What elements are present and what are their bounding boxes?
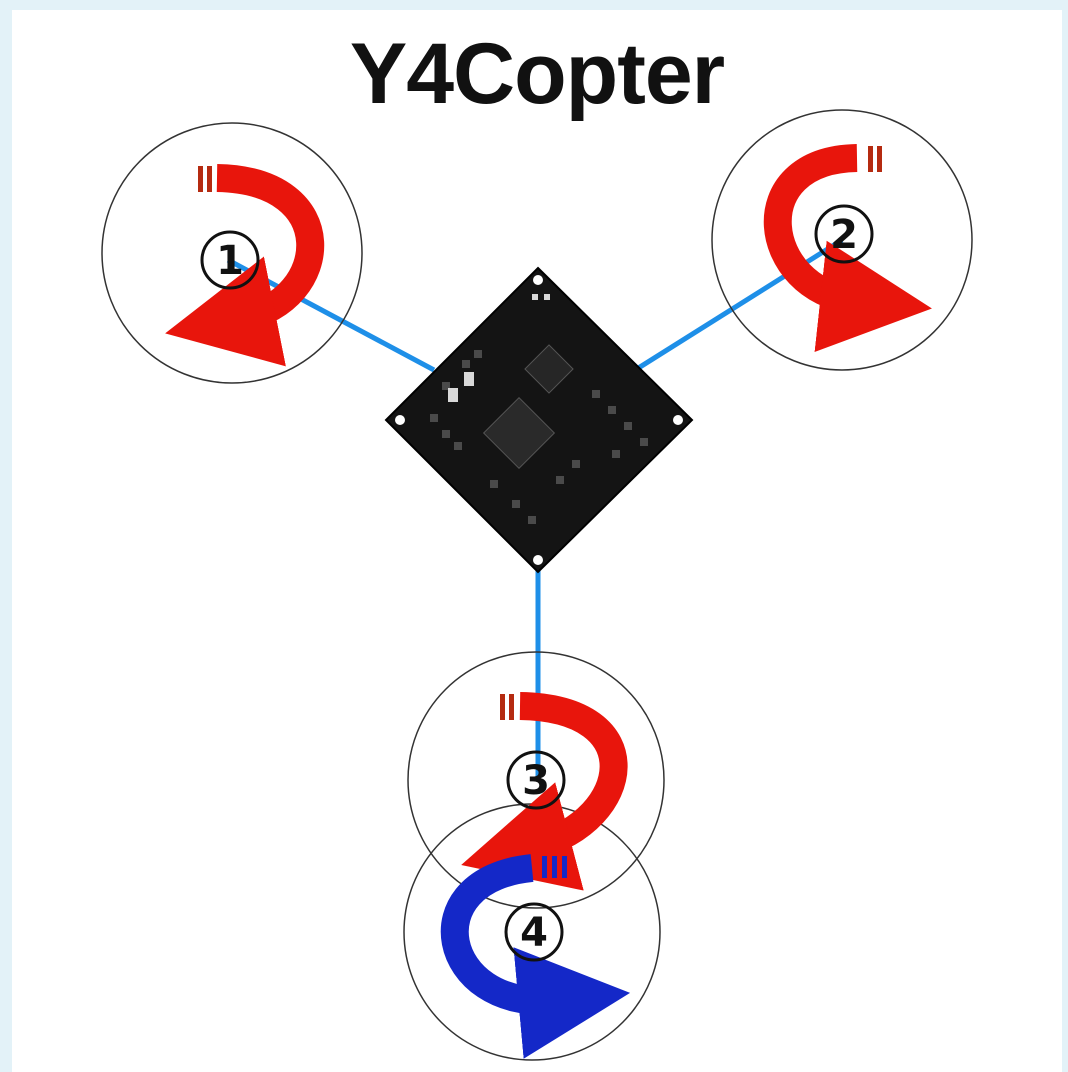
flight-controller-board-icon — [386, 268, 692, 572]
motor-number-1: 1 — [216, 238, 244, 284]
motor-label-3: 3 — [508, 752, 564, 808]
arm-2 — [632, 240, 842, 372]
motor-label-4: 4 — [506, 904, 562, 960]
rotation-arrow-1-icon — [198, 166, 310, 318]
motor-number-3: 3 — [522, 758, 550, 804]
rotation-arrow-3-icon — [500, 694, 614, 845]
motor-number-2: 2 — [830, 212, 858, 258]
motor-label-1: 1 — [202, 232, 258, 288]
motor-label-2: 2 — [816, 206, 872, 262]
rotation-arrow-4-icon — [455, 856, 567, 1001]
diagram-canvas: Y4Copter — [12, 10, 1062, 1072]
y4copter-diagram: 1 2 3 4 — [12, 10, 1062, 1072]
motor-number-4: 4 — [520, 910, 548, 956]
